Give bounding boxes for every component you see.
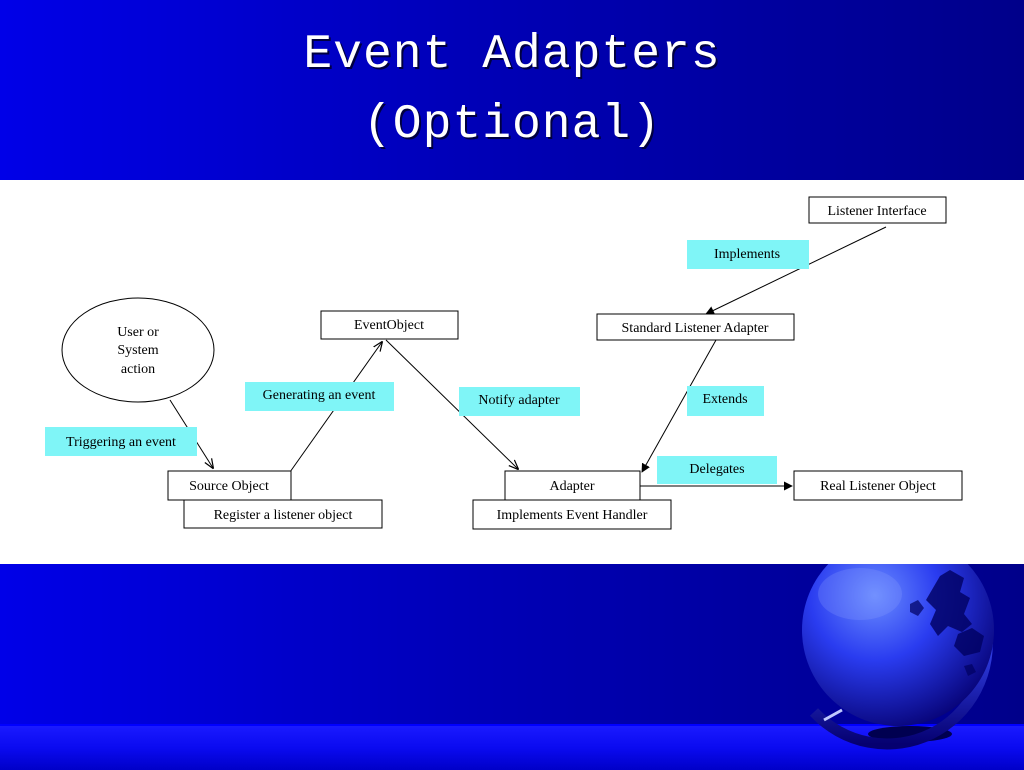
slide-title: Event Adapters (Optional) bbox=[0, 0, 1024, 180]
node-label: EventObject bbox=[354, 318, 424, 333]
title-line-1: Event Adapters bbox=[303, 28, 721, 82]
node-label: Listener Interface bbox=[827, 204, 926, 219]
edge-label-text: Extends bbox=[702, 392, 747, 407]
edge-label-text: Triggering an event bbox=[66, 435, 176, 450]
node-label: Standard Listener Adapter bbox=[622, 321, 769, 336]
edge-interface-to-standard bbox=[705, 226, 887, 315]
edge-label-extends: Extends bbox=[687, 386, 764, 416]
node-real-listener-object: Real Listener Object bbox=[793, 470, 963, 501]
edge-label-implements: Implements bbox=[687, 240, 809, 269]
node-label-line: System bbox=[117, 343, 158, 358]
node-label: Source Object bbox=[189, 479, 269, 494]
diagram-panel: User or System action EventObject Regist… bbox=[0, 180, 1024, 564]
node-label: Adapter bbox=[549, 479, 594, 494]
footer-bar bbox=[0, 724, 1024, 770]
edge-label-text: Delegates bbox=[689, 462, 744, 477]
edge-label-text: Generating an event bbox=[263, 388, 376, 403]
node-sublabel: Register a listener object bbox=[214, 508, 353, 523]
node-user-system-action: User or System action bbox=[61, 297, 215, 403]
edge-standard-to-adapter bbox=[641, 339, 717, 473]
node-event-object: EventObject bbox=[320, 310, 459, 340]
edge-label-triggering: Triggering an event bbox=[45, 427, 197, 456]
node-sublabel: Implements Event Handler bbox=[497, 508, 648, 523]
node-label: Real Listener Object bbox=[820, 479, 936, 494]
node-listener-interface: Listener Interface bbox=[808, 196, 947, 224]
edge-label-generating: Generating an event bbox=[245, 382, 394, 411]
edge-label-delegates: Delegates bbox=[657, 456, 777, 484]
globe-icon bbox=[802, 564, 994, 750]
title-line-2: (Optional) bbox=[362, 98, 662, 152]
edge-eventobject-to-adapter bbox=[385, 339, 518, 469]
edge-label-notify: Notify adapter bbox=[459, 387, 580, 416]
event-adapter-diagram: User or System action EventObject Regist… bbox=[45, 196, 963, 530]
edge-label-text: Notify adapter bbox=[478, 393, 560, 408]
node-adapter: Implements Event Handler Adapter bbox=[472, 470, 672, 530]
node-standard-listener-adapter: Standard Listener Adapter bbox=[596, 313, 795, 341]
node-label-line: action bbox=[121, 362, 155, 377]
node-label-line: User or bbox=[117, 325, 159, 340]
edge-label-text: Implements bbox=[714, 247, 780, 262]
node-source-object: Register a listener object Source Object bbox=[167, 470, 383, 529]
